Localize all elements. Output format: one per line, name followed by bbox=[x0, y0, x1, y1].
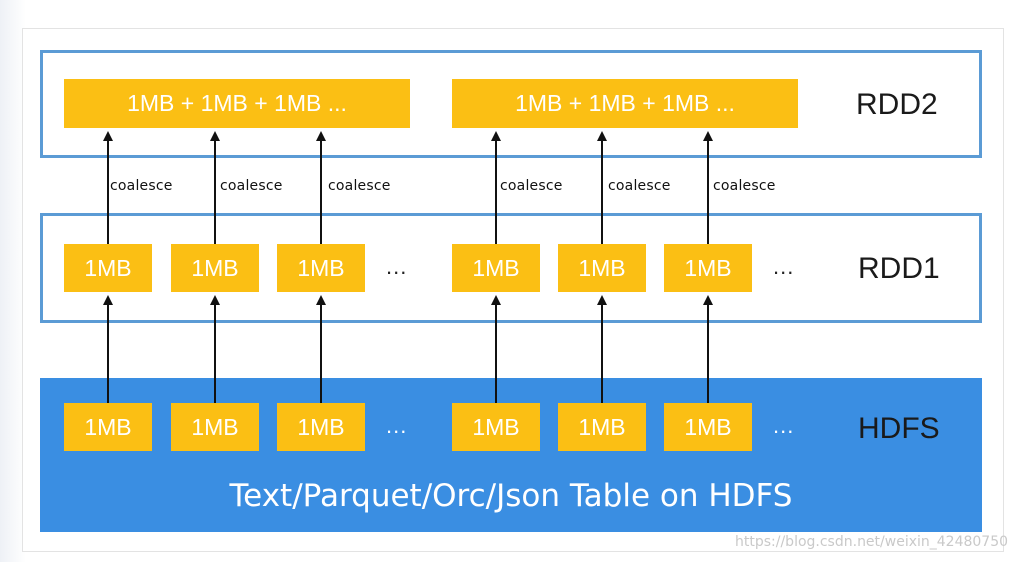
hdfs-chunk-5: 1MB bbox=[558, 403, 646, 451]
hdfs-chunk-4: 1MB bbox=[452, 403, 540, 451]
rdd1-ellipsis-2: ... bbox=[773, 254, 795, 279]
hdfs-chunk-2: 1MB bbox=[171, 403, 259, 451]
coalesce-label-5: coalesce bbox=[608, 178, 671, 194]
rdd1-chunk-1: 1MB bbox=[64, 244, 152, 292]
watermark-url: https://blog.csdn.net/weixin_42480750 bbox=[735, 534, 1009, 550]
rdd1-chunk-6: 1MB bbox=[664, 244, 752, 292]
coalesce-label-3: coalesce bbox=[328, 178, 391, 194]
rdd2-partition-1: 1MB + 1MB + 1MB ... bbox=[64, 79, 410, 128]
hdfs-chunk-6: 1MB bbox=[664, 403, 752, 451]
rdd1-chunk-2: 1MB bbox=[171, 244, 259, 292]
hdfs-ellipsis-1: ... bbox=[386, 413, 408, 438]
rdd1-chunk-3: 1MB bbox=[277, 244, 365, 292]
rdd1-chunk-5: 1MB bbox=[558, 244, 646, 292]
rdd2-partition-2: 1MB + 1MB + 1MB ... bbox=[452, 79, 798, 128]
rdd1-chunk-4: 1MB bbox=[452, 244, 540, 292]
left-edge-fade bbox=[0, 0, 26, 562]
rdd1-label: RDD1 bbox=[858, 252, 940, 285]
rdd1-ellipsis-1: ... bbox=[386, 254, 408, 279]
hdfs-footer-text: Text/Parquet/Orc/Json Table on HDFS bbox=[229, 478, 793, 514]
coalesce-label-6: coalesce bbox=[713, 178, 776, 194]
rdd2-label: RDD2 bbox=[856, 88, 938, 121]
coalesce-label-4: coalesce bbox=[500, 178, 563, 194]
coalesce-label-2: coalesce bbox=[220, 178, 283, 194]
coalesce-label-1: coalesce bbox=[110, 178, 173, 194]
hdfs-ellipsis-2: ... bbox=[773, 413, 795, 438]
hdfs-chunk-1: 1MB bbox=[64, 403, 152, 451]
hdfs-chunk-3: 1MB bbox=[277, 403, 365, 451]
hdfs-label: HDFS bbox=[858, 412, 940, 445]
